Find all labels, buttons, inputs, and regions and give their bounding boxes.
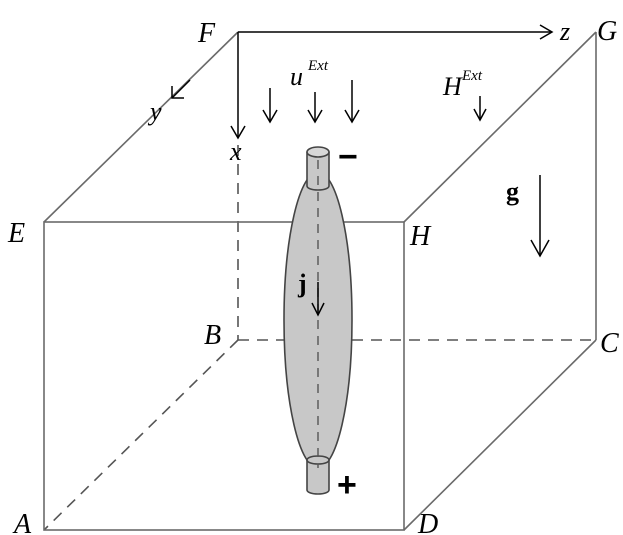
electrode-body [283, 146, 353, 495]
plus-sign: + [337, 466, 357, 504]
z-axis-arrowhead [539, 24, 554, 40]
axis-label-x: x [229, 137, 242, 166]
vertex-label-F: F [197, 18, 216, 49]
vertex-label-H: H [409, 221, 432, 252]
front-face [43, 221, 405, 531]
x-axis-arrowhead [230, 125, 246, 140]
edge-B-A-hidden [43, 339, 239, 531]
edge-C-D [403, 339, 597, 531]
current-arrow [311, 282, 325, 317]
edge-G-H [403, 31, 597, 223]
y-axis [171, 79, 191, 99]
vertex-label-D: D [417, 509, 438, 535]
gravity-arrow [530, 175, 550, 258]
vertex-label-B: B [204, 320, 221, 351]
y-axis-arrowhead [171, 86, 184, 99]
h-ext-arrow [473, 96, 487, 122]
minus-sign: − [338, 138, 358, 176]
vertex-label-C: C [600, 328, 619, 359]
u-ext-label: u [290, 62, 303, 91]
vertex-label-G: G [597, 16, 617, 47]
u-ext-superscript: Ext [307, 58, 329, 74]
axis-label-y: y [147, 97, 162, 126]
current-label: j [297, 269, 307, 298]
gravity-label: g [506, 177, 519, 206]
vertex-label-A: A [12, 509, 32, 535]
vertex-label-E: E [7, 218, 25, 249]
h-ext-superscript: Ext [461, 68, 483, 84]
axis-label-z: z [559, 17, 570, 46]
u-ext-arrows [262, 80, 360, 124]
edge-F-E [43, 31, 239, 223]
h-ext-label: H [442, 72, 463, 101]
